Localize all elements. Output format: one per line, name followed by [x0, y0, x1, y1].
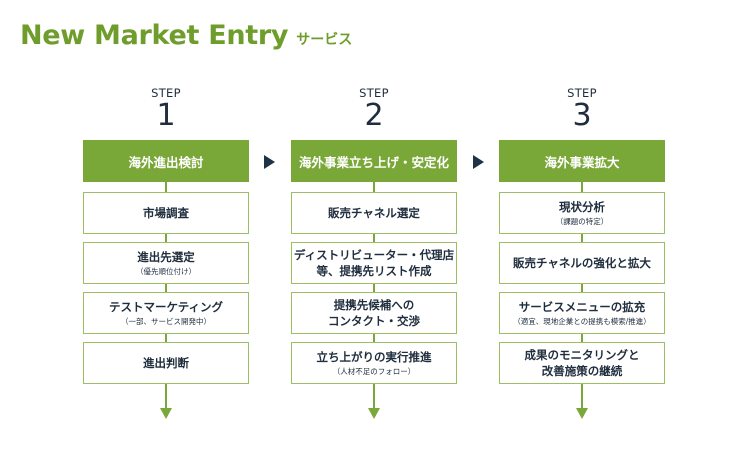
item-subtitle: （優先順位付け）	[136, 267, 196, 276]
step-item: 成果のモニタリングと 改善施策の継続	[499, 342, 665, 384]
step-number: 2	[364, 98, 384, 133]
item-title: 販売チャネルの強化と拡大	[513, 256, 651, 270]
step-item: 提携先候補への コンタクト・交渉	[291, 292, 457, 334]
step-label: STEP	[151, 86, 181, 100]
step-item: サービスメニューの拡充 （適宜、現地企業との提携も模索/推進）	[499, 292, 665, 334]
right-triangle-icon	[264, 155, 275, 169]
item-title: テストマーケティング	[108, 300, 224, 314]
page-title: New Market Entry サービス	[20, 20, 352, 51]
item-title: 立ち上がりの実行推進	[316, 350, 432, 364]
item-title: 進出判断	[143, 356, 189, 370]
step-item: 市場調査	[83, 192, 249, 234]
step-2-column: STEP 2 海外事業立ち上げ・安定化 販売チャネル選定 ディストリビューター・…	[291, 86, 457, 419]
down-arrow-icon	[576, 408, 588, 419]
step-header: 海外進出検討	[83, 140, 249, 182]
step-label: STEP	[359, 86, 389, 100]
step-item: 販売チャネルの強化と拡大	[499, 242, 665, 284]
item-subtitle: （一部、サービス開発中）	[121, 317, 211, 326]
down-arrow-icon	[368, 408, 380, 419]
down-arrow-icon	[160, 408, 172, 419]
item-subtitle: （課題の特定）	[555, 217, 609, 226]
item-title: 販売チャネル選定	[328, 206, 420, 220]
item-title: 成果のモニタリングと 改善施策の継続	[524, 348, 640, 378]
step-label: STEP	[567, 86, 597, 100]
step-item: 進出先選定 （優先順位付け）	[83, 242, 249, 284]
item-subtitle: （人材不足のフォロー）	[332, 367, 416, 376]
title-sub: サービス	[296, 32, 353, 48]
step-item: 進出判断	[83, 342, 249, 384]
step-item: 販売チャネル選定	[291, 192, 457, 234]
step-item: 立ち上がりの実行推進 （人材不足のフォロー）	[291, 342, 457, 384]
item-title: サービスメニューの拡充	[518, 300, 646, 314]
item-title: 提携先候補への コンタクト・交渉	[328, 298, 420, 328]
title-main: New Market Entry	[20, 20, 289, 51]
step-item: 現状分析 （課題の特定）	[499, 192, 665, 234]
step-item: ディストリビューター・代理店 等、提携先リスト作成	[291, 242, 457, 284]
item-title: ディストリビューター・代理店 等、提携先リスト作成	[293, 248, 455, 278]
right-triangle-icon	[473, 155, 484, 169]
step-header: 海外事業立ち上げ・安定化	[291, 140, 457, 182]
item-subtitle: （適宜、現地企業との提携も模索/推進）	[513, 317, 651, 326]
step-number: 1	[156, 98, 176, 133]
step-3-column: STEP 3 海外事業拡大 現状分析 （課題の特定） 販売チャネルの強化と拡大 …	[499, 86, 665, 419]
step-number: 3	[572, 98, 592, 133]
step-1-column: STEP 1 海外進出検討 市場調査 進出先選定 （優先順位付け） テストマーケ…	[83, 86, 249, 419]
step-item: テストマーケティング （一部、サービス開発中）	[83, 292, 249, 334]
item-title: 市場調査	[143, 206, 189, 220]
item-title: 進出先選定	[137, 250, 195, 264]
step-header: 海外事業拡大	[499, 140, 665, 182]
item-title: 現状分析	[559, 200, 605, 214]
